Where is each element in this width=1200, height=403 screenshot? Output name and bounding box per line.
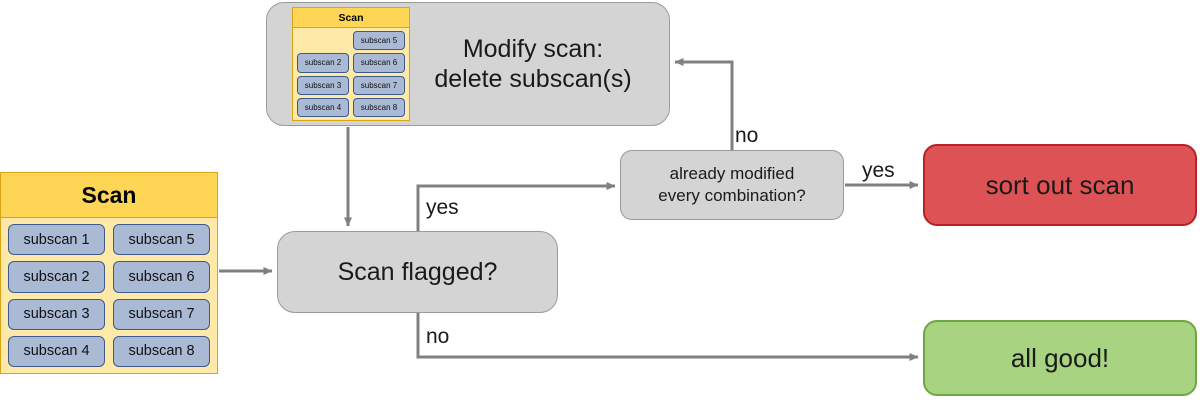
node-modify-scan-line2: delete subscan(s) xyxy=(434,65,632,93)
edge-scan-flagged-no xyxy=(416,313,919,361)
scan-table-modified-grid: subscan 5 subscan 2 subscan 6 subscan 3 … xyxy=(293,28,409,120)
subscan-item[interactable]: subscan 6 xyxy=(353,53,405,73)
subscan-item[interactable]: subscan 5 xyxy=(113,224,210,256)
node-already-modified-line2: every combination? xyxy=(658,186,806,205)
node-sort-out-scan-label: sort out scan xyxy=(985,169,1135,200)
subscan-item[interactable]: subscan 3 xyxy=(8,298,105,330)
edge-already-modified-no xyxy=(674,58,734,150)
edge-scan-flagged-yes xyxy=(416,182,616,231)
edge-label-already-modified-yes: yes xyxy=(862,159,895,182)
subscan-item[interactable]: subscan 4 xyxy=(8,335,105,367)
node-already-modified-text: already modified every combination? xyxy=(658,163,805,207)
node-all-good[interactable]: all good! xyxy=(923,320,1197,396)
subscan-item[interactable]: subscan 2 xyxy=(8,261,105,293)
subscan-item[interactable]: subscan 3 xyxy=(297,75,349,95)
scan-table-original: Scan subscan 1 subscan 5 subscan 2 subsc… xyxy=(0,172,218,374)
subscan-slot-empty xyxy=(297,31,349,50)
subscan-item[interactable]: subscan 2 xyxy=(297,53,349,73)
subscan-item[interactable]: subscan 1 xyxy=(8,224,105,256)
subscan-item[interactable]: subscan 8 xyxy=(113,335,210,367)
subscan-item[interactable]: subscan 7 xyxy=(113,298,210,330)
node-scan-flagged-label: Scan flagged? xyxy=(337,257,498,286)
node-already-modified[interactable]: already modified every combination? xyxy=(620,150,844,220)
node-modify-scan-text: Modify scan: delete subscan(s) xyxy=(434,34,631,95)
node-sort-out-scan[interactable]: sort out scan xyxy=(923,144,1197,226)
node-modify-scan-line1: Modify scan: xyxy=(462,34,604,63)
scan-table-modified-header: Scan xyxy=(293,8,409,28)
subscan-item[interactable]: subscan 8 xyxy=(353,97,405,117)
node-already-modified-line1: already modified xyxy=(669,163,795,183)
edge-label-already-modified-no: no xyxy=(735,124,759,147)
scan-table-original-header: Scan xyxy=(1,173,217,218)
node-all-good-label: all good! xyxy=(1010,342,1110,373)
subscan-item[interactable]: subscan 5 xyxy=(353,31,405,51)
scan-table-modified: Scan subscan 5 subscan 2 subscan 6 subsc… xyxy=(292,7,410,121)
scan-table-original-grid: subscan 1 subscan 5 subscan 2 subscan 6 … xyxy=(1,218,217,373)
subscan-item[interactable]: subscan 7 xyxy=(353,75,405,95)
subscan-item[interactable]: subscan 4 xyxy=(297,97,349,117)
node-scan-flagged[interactable]: Scan flagged? xyxy=(277,231,558,313)
edge-label-scan-flagged-no: no xyxy=(426,325,450,348)
subscan-item[interactable]: subscan 6 xyxy=(113,261,210,293)
edge-label-scan-flagged-yes: yes xyxy=(426,196,459,219)
